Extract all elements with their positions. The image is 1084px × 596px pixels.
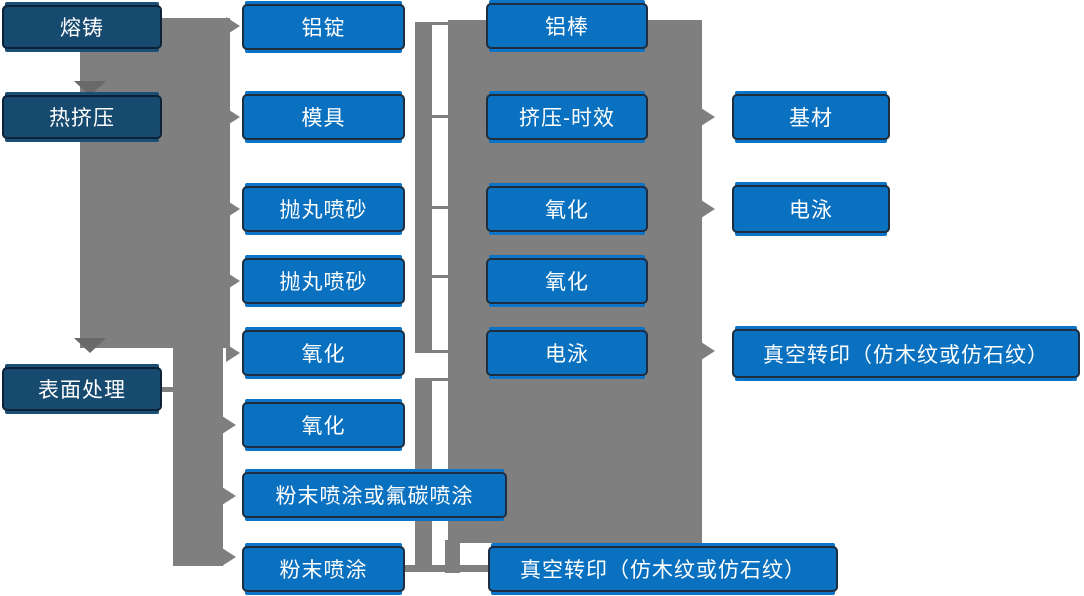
node-oxidation-3: 氧化 [486, 186, 648, 232]
connector-center-block-drop [445, 540, 460, 573]
node-surface-treatment: 表面处理 [2, 367, 162, 411]
node-oxidation-2: 氧化 [242, 402, 405, 448]
arrow-right-icon-to-shot-blasting-1 [226, 200, 240, 218]
connector-mid-bus-tick-5 [431, 350, 449, 353]
connector-surface-branch-band [173, 340, 223, 566]
connector-bottom-row-link [405, 565, 490, 572]
arrow-down-icon-to-hot-extrusion [74, 81, 106, 96]
arrow-right-icon-to-aluminum-ingot [226, 17, 240, 35]
node-electrophoresis-1: 电泳 [486, 330, 648, 376]
node-powder-coating: 粉末喷涂 [242, 546, 405, 592]
node-aluminum-ingot: 铝锭 [242, 4, 405, 50]
arrow-right-icon-to-shot-blasting-2 [226, 272, 240, 290]
connector-mid-bus-tick-1 [431, 22, 449, 25]
node-melting-casting: 熔铸 [2, 5, 162, 49]
node-oxidation-1: 氧化 [242, 330, 405, 376]
node-electrophoresis-2: 电泳 [732, 185, 890, 233]
arrow-right-icon-to-oxidation-2 [222, 416, 236, 434]
node-extrusion-aging: 挤压-时效 [486, 94, 648, 140]
connector-mid-bus-tick-4 [431, 275, 449, 278]
node-oxidation-4: 氧化 [486, 258, 648, 304]
arrow-right-icon-to-vacuum-transfer-right [701, 342, 715, 360]
arrow-right-icon-to-electrophoresis-2 [701, 200, 715, 218]
arrow-down-icon-to-surface-treatment [74, 338, 106, 353]
connector-mid-bus-lower-tick [431, 378, 449, 381]
connector-left-trunk-band [80, 18, 230, 348]
arrow-right-icon-to-mold [226, 108, 240, 126]
node-powder-or-fluorocarbon-coating: 粉末喷涂或氟碳喷涂 [242, 472, 507, 518]
node-substrate: 基材 [732, 94, 890, 140]
connector-mid-bus-tick-2 [431, 115, 449, 118]
node-hot-extrusion: 热挤压 [2, 95, 162, 139]
node-vacuum-transfer-bottom: 真空转印（仿木纹或仿石纹） [488, 546, 838, 592]
node-aluminum-rod: 铝棒 [486, 3, 648, 49]
arrow-right-icon-to-powder-coating [222, 548, 236, 566]
node-mold: 模具 [242, 94, 405, 140]
node-shot-blasting-2: 抛丸喷砂 [242, 258, 405, 304]
connector-surface-treatment-link [159, 387, 175, 392]
node-shot-blasting-1: 抛丸喷砂 [242, 186, 405, 232]
connector-mid-bus-tick-3 [431, 206, 449, 209]
arrow-right-icon-to-powder-or-fluorocarbon-coating [222, 487, 236, 505]
connector-mid-bus-upper [415, 22, 432, 353]
arrow-right-icon-to-oxidation-1 [226, 344, 240, 362]
node-vacuum-transfer-right: 真空转印（仿木纹或仿石纹） [732, 329, 1080, 378]
arrow-right-icon-to-substrate [701, 108, 715, 126]
